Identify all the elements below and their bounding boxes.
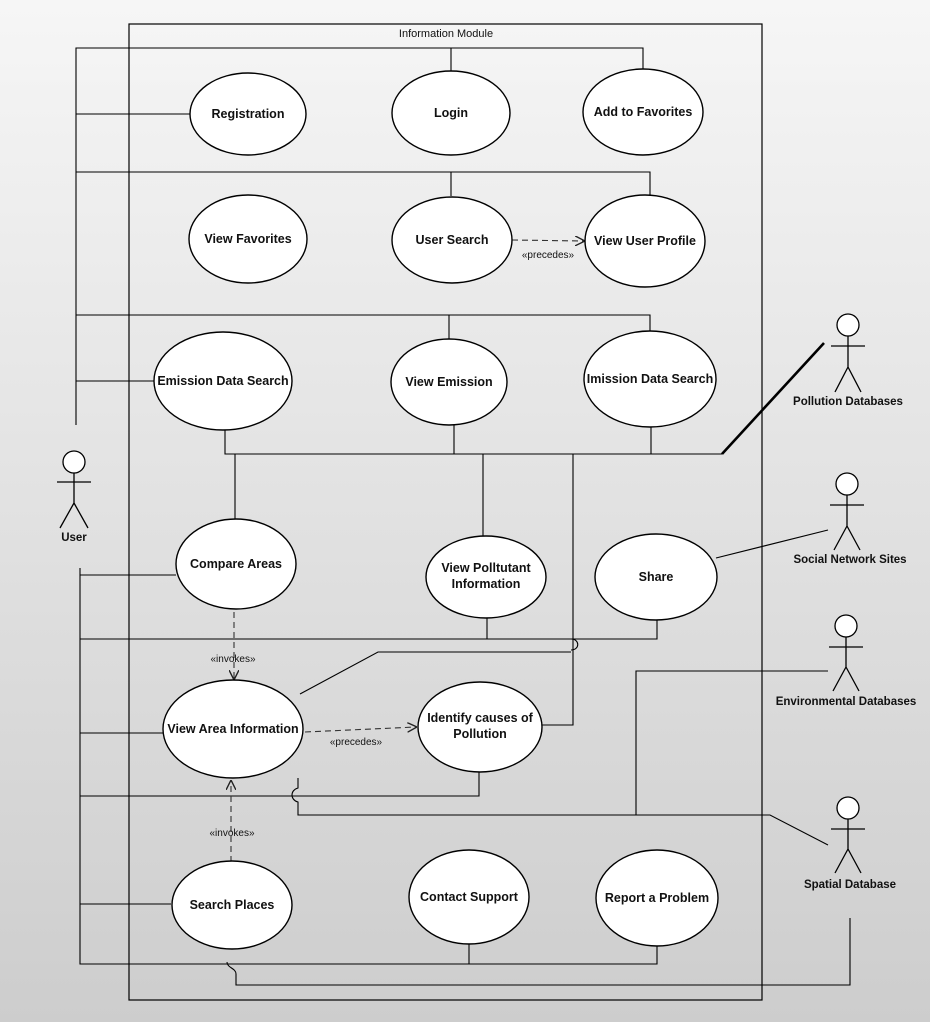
dependencies: «precedes» «invokes» «precedes» «invokes…: [209, 240, 584, 862]
svg-text:Contact Support: Contact Support: [420, 890, 519, 904]
svg-text:User Search: User Search: [416, 233, 489, 247]
actor-icon: [836, 313, 860, 337]
actor-social-network-sites[interactable]: Social Network Sites: [793, 472, 907, 566]
use-case-user-search[interactable]: User Search: [391, 196, 513, 284]
svg-text:View Area Information: View Area Information: [167, 722, 298, 736]
system-boundary: [128, 23, 763, 1001]
svg-text:Information: Information: [452, 577, 521, 591]
svg-text:Add to Favorites: Add to Favorites: [594, 105, 693, 119]
user-associations: [75, 47, 658, 965]
actor-spatial-database[interactable]: Spatial Database: [804, 796, 896, 891]
actor-icon: [836, 796, 860, 820]
use-case-view-pollutant-information[interactable]: View Polltutant Information: [425, 535, 547, 619]
use-case-registration[interactable]: Registration: [189, 72, 307, 156]
svg-text:Pollution: Pollution: [453, 727, 506, 741]
system-boundary-title: Information Module: [399, 28, 493, 40]
svg-text:View Polltutant: View Polltutant: [441, 561, 531, 575]
use-case-share[interactable]: Share: [594, 533, 718, 621]
svg-text:View Emission: View Emission: [405, 375, 492, 389]
use-case-view-favorites[interactable]: View Favorites: [188, 194, 308, 284]
svg-text:Login: Login: [434, 106, 468, 120]
use-case-contact-support[interactable]: Contact Support: [408, 849, 530, 945]
svg-text:View Favorites: View Favorites: [204, 232, 291, 246]
actor-icon: [834, 614, 858, 638]
precedes-arrow-top: [511, 240, 584, 241]
svg-text:Share: Share: [639, 570, 674, 584]
svg-text:Identify causes of: Identify causes of: [427, 711, 533, 725]
use-case-view-user-profile[interactable]: View User Profile: [584, 194, 706, 288]
use-case-emission-data-search[interactable]: Emission Data Search: [153, 331, 293, 431]
actor-user[interactable]: User: [57, 450, 91, 544]
precedes-label-top: «precedes»: [522, 250, 575, 261]
actor-icon: [835, 472, 859, 496]
use-case-view-emission[interactable]: View Emission: [390, 338, 508, 426]
svg-text:Spatial Database: Spatial Database: [804, 879, 896, 891]
svg-text:Imission Data Search: Imission Data Search: [587, 372, 713, 386]
use-case-compare-areas[interactable]: Compare Areas: [175, 518, 297, 610]
svg-text:Search Places: Search Places: [190, 898, 275, 912]
svg-text:Registration: Registration: [212, 107, 285, 121]
svg-text:Compare Areas: Compare Areas: [190, 557, 282, 571]
svg-text:View User Profile: View User Profile: [594, 234, 696, 248]
precedes-arrow-mid: [304, 727, 416, 733]
invokes-label-bottom: «invokes»: [209, 828, 254, 839]
svg-text:User: User: [61, 532, 87, 544]
use-case-imission-data-search[interactable]: Imission Data Search: [583, 330, 717, 428]
use-case-view-area-information[interactable]: View Area Information: [162, 679, 304, 779]
actor-pollution-databases[interactable]: Pollution Databases: [793, 313, 903, 408]
actor-environmental-databases[interactable]: Environmental Databases: [776, 614, 917, 708]
use-case-search-places[interactable]: Search Places: [171, 860, 293, 950]
use-case-add-to-favorites[interactable]: Add to Favorites: [582, 68, 704, 156]
actor-icon: [62, 450, 86, 474]
precedes-label-mid: «precedes»: [330, 737, 383, 748]
invokes-label-top: «invokes»: [210, 654, 255, 665]
svg-text:Social Network Sites: Social Network Sites: [793, 554, 906, 566]
use-case-login[interactable]: Login: [391, 70, 511, 156]
pollution-db-associations: [224, 342, 825, 726]
use-case-report-a-problem[interactable]: Report a Problem: [595, 849, 719, 947]
svg-text:Environmental Databases: Environmental Databases: [776, 696, 917, 708]
svg-text:Report a Problem: Report a Problem: [605, 891, 709, 905]
svg-text:Emission Data Search: Emission Data Search: [157, 374, 288, 388]
use-case-identify-causes-of-pollution[interactable]: Identify causes of Pollution: [417, 681, 543, 773]
svg-text:Pollution Databases: Pollution Databases: [793, 396, 903, 408]
other-actor-associations: [226, 529, 851, 986]
